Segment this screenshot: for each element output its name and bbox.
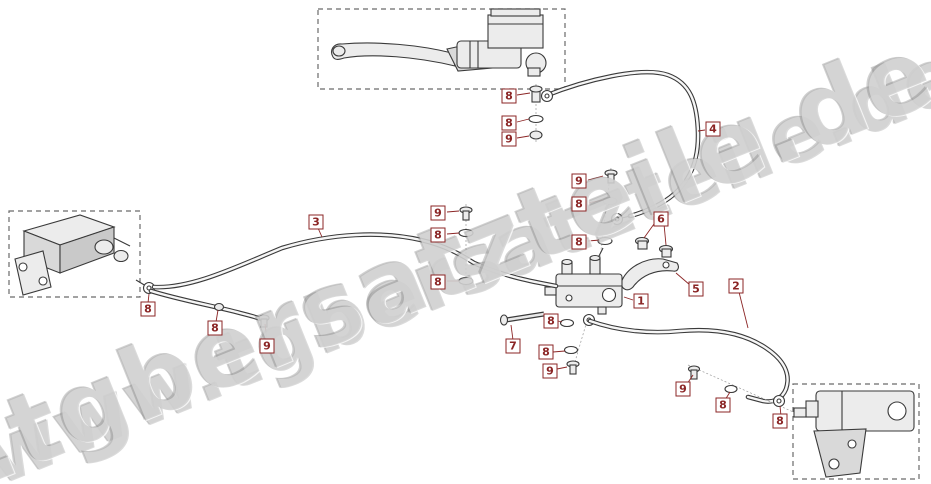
- callout-8: 8: [538, 344, 554, 360]
- master-cylinder-assembly: [331, 8, 547, 77]
- banjo-bolt-stack-mid: [596, 167, 618, 261]
- callout-6: 6: [653, 211, 669, 227]
- left-caliper-assembly: [14, 214, 156, 296]
- callout-5: 5: [688, 281, 704, 297]
- callout-8: 8: [207, 320, 223, 336]
- right-caliper-assembly: [793, 390, 915, 478]
- callout-8: 8: [571, 196, 587, 212]
- callout-9: 9: [675, 381, 691, 397]
- callout-1: 1: [633, 293, 649, 309]
- banjo-bolt-stack-bottom: [559, 313, 590, 375]
- callout-4: 4: [705, 121, 721, 137]
- banjo-bolt-stack-top: [528, 84, 544, 142]
- callout-leader-lines: [147, 92, 782, 417]
- block-bolt: [499, 311, 545, 326]
- front-brake-hose: [540, 69, 701, 226]
- callout-8: 8: [715, 397, 731, 413]
- callout-8: 8: [543, 313, 559, 329]
- callout-9: 9: [542, 363, 558, 379]
- callout-8: 8: [571, 234, 587, 250]
- inset-box-left-caliper: [8, 210, 141, 298]
- callout-8: 8: [501, 88, 517, 104]
- callout-8: 8: [140, 301, 156, 317]
- callout-2: 2: [728, 278, 744, 294]
- distributor-block: [544, 254, 623, 315]
- mounting-bracket: [620, 258, 679, 291]
- callout-9: 9: [501, 131, 517, 147]
- callout-9: 9: [430, 205, 446, 221]
- grommet-caps: [634, 236, 674, 258]
- left-brake-hose: [151, 232, 559, 290]
- hose-clamp-stack: [458, 204, 474, 290]
- callout-9: 9: [571, 173, 587, 189]
- callout-7: 7: [505, 338, 521, 354]
- callout-8: 8: [430, 274, 446, 290]
- callout-9: 9: [259, 338, 275, 354]
- rear-brake-hose: [582, 313, 801, 416]
- callout-8: 8: [501, 115, 517, 131]
- inset-box-right-caliper: [792, 383, 920, 480]
- callout-3: 3: [308, 214, 324, 230]
- callout-8: 8: [772, 413, 788, 429]
- left-caliper-short-hose: [148, 288, 270, 328]
- inset-box-master-cylinder: [317, 8, 566, 90]
- callout-8: 8: [430, 227, 446, 243]
